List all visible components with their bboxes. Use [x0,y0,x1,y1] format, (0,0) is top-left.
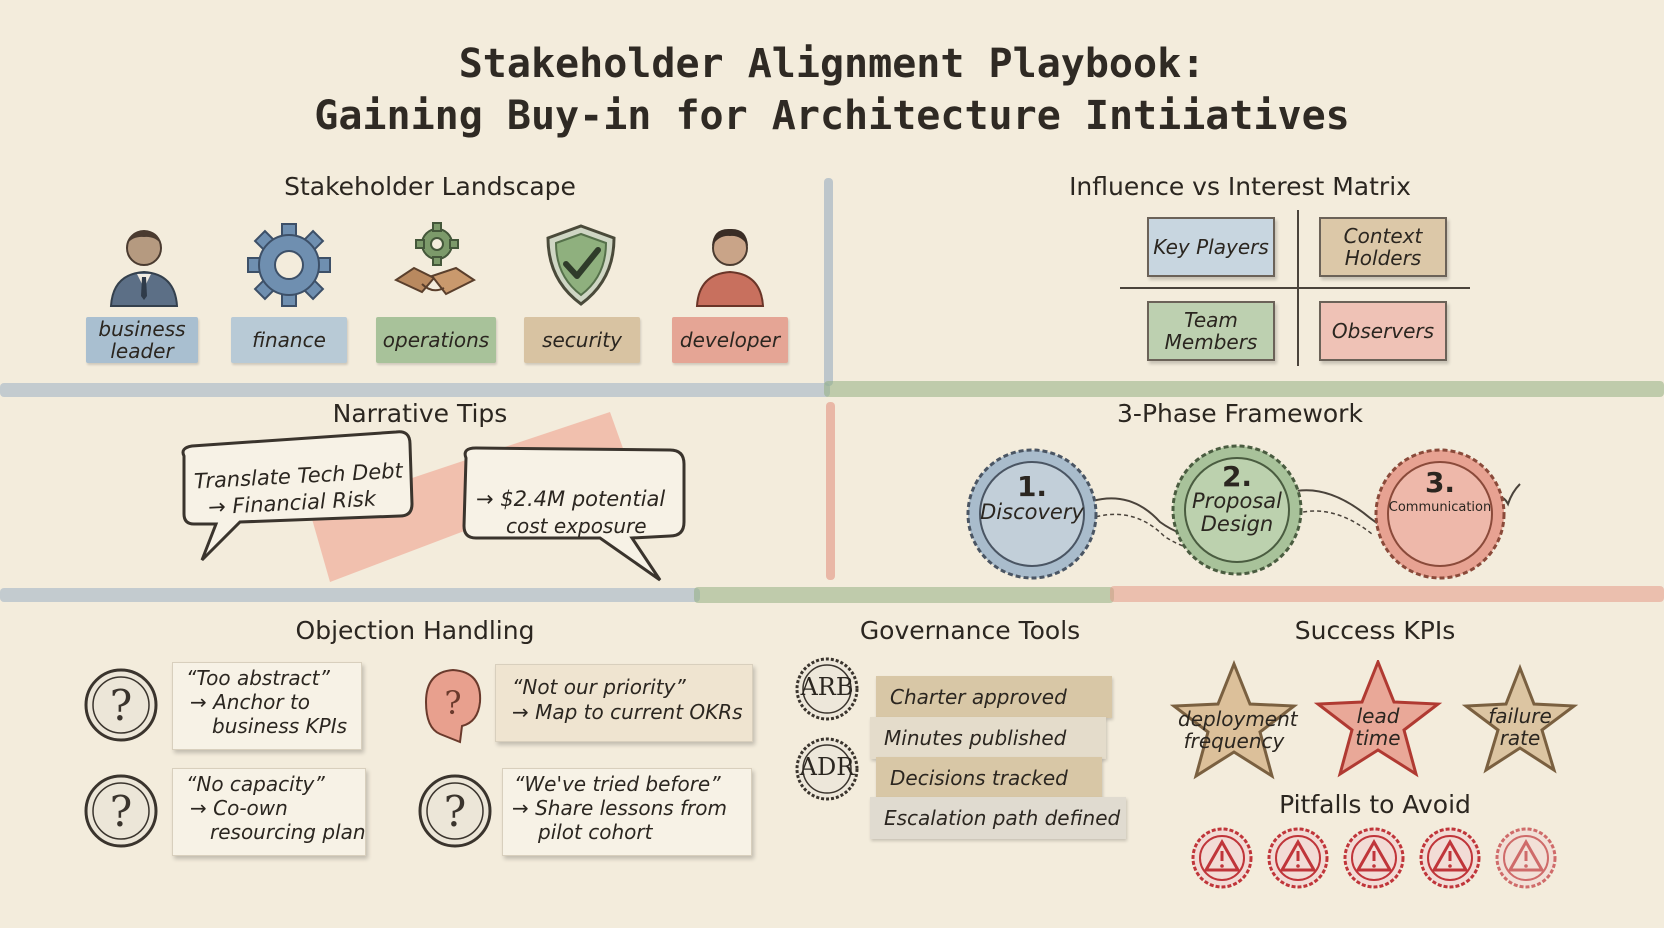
svg-text:?: ? [444,787,467,836]
objection-2-quote: “Not our priority” [512,675,686,699]
phase-2-label: Proposal Design [1192,489,1282,536]
warning-seal-icon [1495,827,1557,889]
matrix-cell-key-players: Key Players [1147,217,1275,277]
objection-note-1 [172,662,362,750]
kpi-stars [1169,660,1579,780]
divider-horizontal-left-top [0,383,830,397]
objection-note-2 [495,664,753,742]
governance-tools-heading: Governance Tools [859,616,1081,645]
objection-4-line-3: pilot cohort [538,820,653,844]
question-icon: ? [418,774,492,848]
title-line-2: Gaining Buy-in for Architecture Intiiati… [314,93,1350,139]
warning-seal-icon [1267,827,1329,889]
kpi-3-line-2: rate [1499,726,1541,750]
kpi-2-line-1: lead [1356,704,1400,728]
matrix-heading: Influence vs Interest Matrix [1069,172,1411,201]
divider-vertical-mid [826,402,835,580]
kpi-2-line-2: time [1355,726,1401,750]
svg-text:?: ? [110,681,133,730]
objection-note-4 [502,768,752,856]
arb-badge-icon [795,657,859,721]
matrix-axes [1120,210,1470,366]
narrative-tips-heading: Narrative Tips [332,399,508,428]
objection-note-3 [172,768,366,856]
objection-3-line-2: → Co-own [190,796,288,820]
kpi-1-line-2: frequency [1183,729,1285,753]
divider-vertical-top [824,178,833,386]
divider-horizontal-left-bottom [0,588,700,602]
objection-handling-heading: Objection Handling [295,616,535,645]
kpi-1-line-1: deployment [1178,707,1298,731]
objection-4-line-2: → Share lessons from [512,796,727,820]
framework-heading: 3-Phase Framework [1117,399,1363,428]
divider-horizontal-right-top [824,381,1664,397]
divider-horizontal-right-bottom [1110,586,1664,602]
narrative-bubble-2-line-2: cost exposure [506,514,647,538]
stakeholder-label-security: security [524,317,640,363]
shield-check-icon [546,224,616,306]
adr-badge-label: ADR [799,753,855,781]
governance-tag-minutes: Minutes published [870,717,1106,759]
adr-badge-icon [795,737,859,801]
question-head-icon: ? [424,668,482,744]
phase-3-number: 3. [1424,466,1456,499]
person-icon [695,228,765,307]
stakeholder-label-business-leader: business leader [86,317,198,363]
warning-seal-icon [1419,827,1481,889]
question-icon: ? [84,668,158,742]
question-icon: ? [84,774,158,848]
stakeholder-label-operations: operations [376,317,496,363]
handshake-gear-icon [393,222,476,296]
arb-badge-label: ARB [800,673,854,701]
business-person-icon [109,230,179,307]
phase-3-label: Communication [1388,500,1492,515]
title-line-1: Stakeholder Alignment Playbook: [458,41,1206,87]
phase-1-number: 1. [1016,470,1048,503]
svg-text:?: ? [444,684,461,722]
matrix-cell-team-members: Team Members [1147,301,1275,361]
objection-1-line-2: → Anchor to [190,690,311,714]
stakeholder-label-developer: developer [672,317,788,363]
objection-1-quote: “Too abstract” [186,666,330,690]
matrix-cell-context-holders: Context Holders [1319,217,1447,277]
pitfalls-heading: Pitfalls to Avoid [1279,790,1471,819]
warning-seal-icon [1343,827,1405,889]
objection-1-line-3: business KPIs [212,714,348,738]
stakeholder-landscape-heading: Stakeholder Landscape [284,172,576,201]
warning-seal-icon [1191,827,1253,889]
governance-tag-charter: Charter approved [876,676,1112,718]
objection-2-line-2: → Map to current OKRs [512,700,743,724]
phase-1-label: Discovery [980,500,1084,524]
governance-tag-escalation: Escalation path defined [870,797,1126,839]
matrix-cell-observers: Observers [1319,301,1447,361]
divider-horizontal-mid-bottom [694,587,1114,603]
framework-seals [966,444,1521,580]
gear-icon [247,223,331,307]
kpi-3-line-1: failure [1488,704,1552,728]
stakeholder-label-finance: finance [231,317,347,363]
svg-text:?: ? [110,787,133,836]
narrative-bubble-2-line-1: → $2.4M potential [476,487,666,511]
governance-tag-decisions: Decisions tracked [876,757,1102,799]
page-title: Stakeholder Alignment Playbook: Gaining … [0,38,1664,142]
objection-4-quote: “We've tried before” [514,772,721,796]
phase-2-number: 2. [1221,460,1253,493]
objection-3-quote: “No capacity” [186,772,325,796]
objection-3-line-3: resourcing plan [210,820,366,844]
success-kpis-heading: Success KPIs [1294,616,1456,645]
narrative-bubbles [181,412,686,582]
